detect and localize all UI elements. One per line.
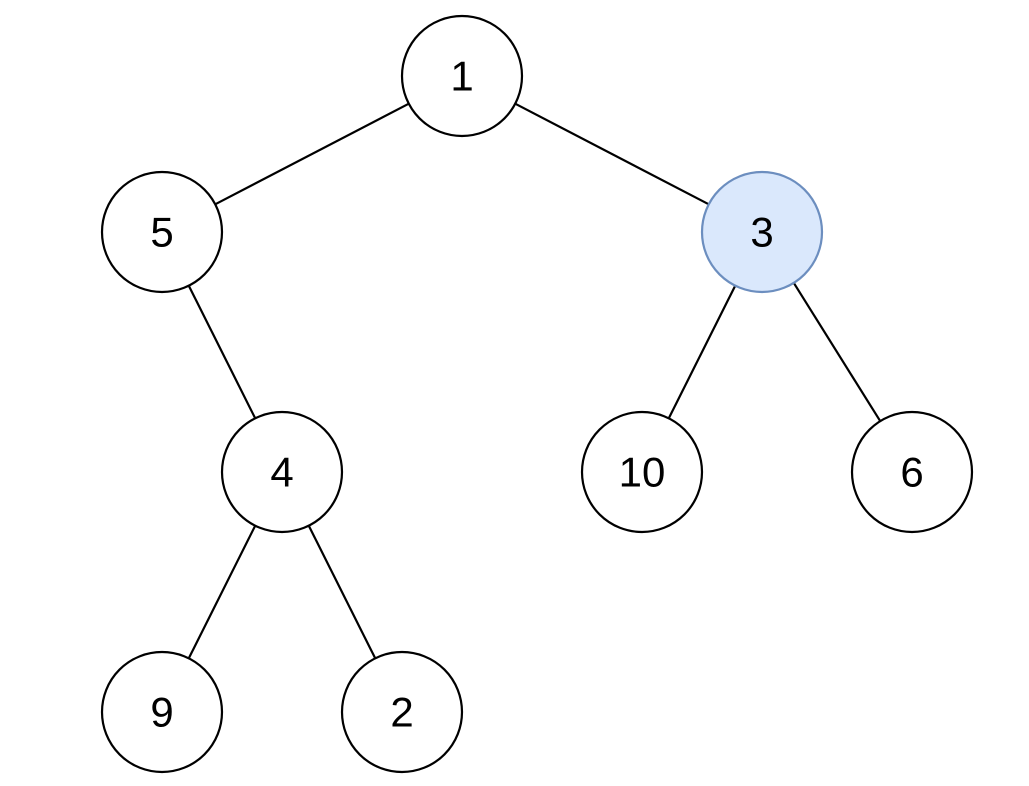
tree-node-6: 6 (850, 410, 974, 534)
highlighted-node-circle (700, 170, 824, 294)
edge-n1-n5 (214, 102, 410, 206)
tree-node-3: 3 (700, 170, 824, 294)
edges-layer (187, 102, 882, 659)
edge-n5-n4 (187, 285, 257, 419)
edge-n1-n3 (514, 102, 710, 206)
node-circle (100, 650, 224, 774)
node-circle (580, 410, 704, 534)
tree-node-5: 5 (100, 170, 224, 294)
node-label: 9 (150, 689, 173, 736)
nodes-layer: 1 5 3 4 10 6 9 2 (100, 14, 974, 774)
tree-node-4: 4 (220, 410, 344, 534)
node-label: 5 (150, 209, 173, 256)
node-label: 6 (900, 449, 923, 496)
node-circle (400, 14, 524, 138)
node-label: 10 (619, 449, 666, 496)
node-label: 1 (450, 53, 473, 100)
tree-node-9: 9 (100, 650, 224, 774)
node-label: 2 (390, 689, 413, 736)
node-label: 4 (270, 449, 293, 496)
node-circle (850, 410, 974, 534)
edge-n3-n10 (667, 285, 737, 419)
tree-node-2: 2 (340, 650, 464, 774)
edge-n3-n6 (792, 282, 882, 422)
node-circle (220, 410, 344, 534)
tree-node-1: 1 (400, 14, 524, 138)
node-label: 3 (750, 209, 773, 256)
node-circle (340, 650, 464, 774)
edge-n4-n9 (187, 525, 257, 659)
node-circle (100, 170, 224, 294)
tree-node-10: 10 (580, 410, 704, 534)
edge-n4-n2 (307, 525, 377, 659)
